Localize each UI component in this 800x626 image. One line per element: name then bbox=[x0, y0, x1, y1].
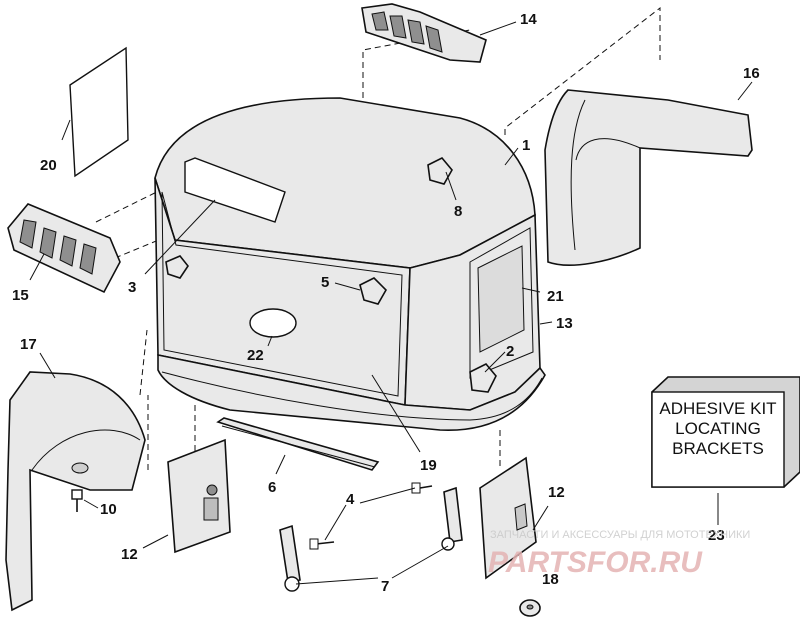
watermark: ЗАПЧАСТИ И АКСЕССУАРЫ ДЛЯ МОТОТЕХНИКИ PA… bbox=[488, 529, 750, 579]
callout-numbers: 1 2 3 4 5 6 7 8 10 12 12 13 14 15 16 17 … bbox=[12, 11, 760, 595]
hardware-parts bbox=[71, 157, 541, 617]
callout-10: 10 bbox=[100, 501, 117, 518]
watermark-site: PARTSFOR.RU bbox=[488, 546, 703, 579]
callout-16: 16 bbox=[743, 65, 760, 82]
watermark-caption: ЗАПЧАСТИ И АКСЕССУАРЫ ДЛЯ МОТОТЕХНИКИ bbox=[490, 529, 750, 541]
part-1-engine-cowl bbox=[154, 97, 546, 431]
callout-18: 18 bbox=[542, 571, 559, 588]
callout-19: 19 bbox=[420, 457, 437, 474]
callout-4: 4 bbox=[346, 491, 355, 508]
part-12-right-bracket bbox=[479, 456, 537, 580]
part-14-top-grille bbox=[361, 3, 487, 63]
kit-label-line-3: BRACKETS bbox=[672, 439, 764, 458]
callout-15: 15 bbox=[12, 287, 29, 304]
callout-6: 6 bbox=[268, 479, 276, 496]
part-23-kit-box: ADHESIVE KIT LOCATING BRACKETS bbox=[651, 376, 800, 488]
leader-lines bbox=[29, 21, 753, 585]
part-20-decal bbox=[69, 46, 129, 178]
kit-label-line-2: LOCATING bbox=[675, 419, 761, 438]
callout-17: 17 bbox=[20, 336, 37, 353]
callout-21: 21 bbox=[547, 288, 564, 305]
callout-1: 1 bbox=[522, 137, 530, 154]
callout-20: 20 bbox=[40, 157, 57, 174]
callout-12-right: 12 bbox=[548, 484, 565, 501]
callout-14: 14 bbox=[520, 11, 537, 28]
callout-13: 13 bbox=[556, 315, 573, 332]
part-17-lower-cover bbox=[5, 371, 146, 612]
part-16-side-cover bbox=[544, 89, 753, 266]
callout-8: 8 bbox=[454, 203, 462, 220]
callout-23: 23 bbox=[708, 527, 725, 544]
kit-label-line-1: ADHESIVE KIT bbox=[659, 399, 776, 418]
part-6-trim-strip bbox=[216, 417, 380, 471]
part-15-side-grille bbox=[7, 203, 121, 294]
callout-3: 3 bbox=[128, 279, 136, 296]
callout-12-left: 12 bbox=[121, 546, 138, 563]
callout-22: 22 bbox=[247, 347, 264, 364]
callout-2: 2 bbox=[506, 343, 514, 360]
callout-7: 7 bbox=[381, 578, 389, 595]
part-12-left-bracket bbox=[167, 438, 231, 554]
callout-5: 5 bbox=[321, 274, 329, 291]
